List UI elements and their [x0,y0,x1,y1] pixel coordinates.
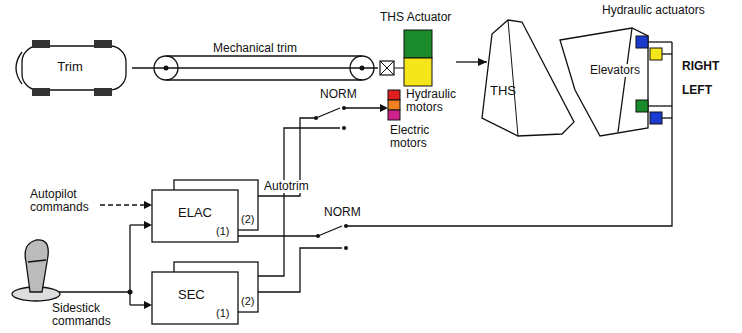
node-text: Trim [8,60,132,74]
ths-actuator: THS Actuator [378,8,456,88]
part-label: Sidestick commands [50,302,116,328]
node-text: THS [490,84,516,98]
part-label: Elevators [588,64,642,77]
part-label: Hydraulic motors [404,88,460,114]
node-text: ELAC [178,206,212,220]
part-label: RIGHT [680,60,721,73]
part-label: NORM [322,206,363,219]
elac-computer: ELAC (1) (2) [152,180,258,242]
node-text: THS Actuator [380,10,451,24]
trim-wheel: Trim [8,38,132,98]
node-text: (2) [241,212,254,226]
connector [132,67,378,68]
connector [456,61,487,62]
part-label: Hydraulic actuators [600,4,707,17]
part-label: LEFT [680,84,714,97]
node-text: (1) [216,306,229,320]
part-label: NORM [318,88,359,101]
node-outline [152,262,258,324]
part-label: Electric motors [388,124,442,150]
node-text: (1) [216,224,229,238]
node-text: SEC [178,288,205,302]
node-outline [478,14,578,138]
sec-computer: SEC (1) (2) [152,262,258,324]
ths-stabilizer: THS [478,14,578,138]
part-label: Autopilot commands [28,188,94,214]
part-label: Autotrim [262,180,311,193]
node-text: (2) [241,294,254,308]
edge-label: Mechanical trim [211,42,299,55]
